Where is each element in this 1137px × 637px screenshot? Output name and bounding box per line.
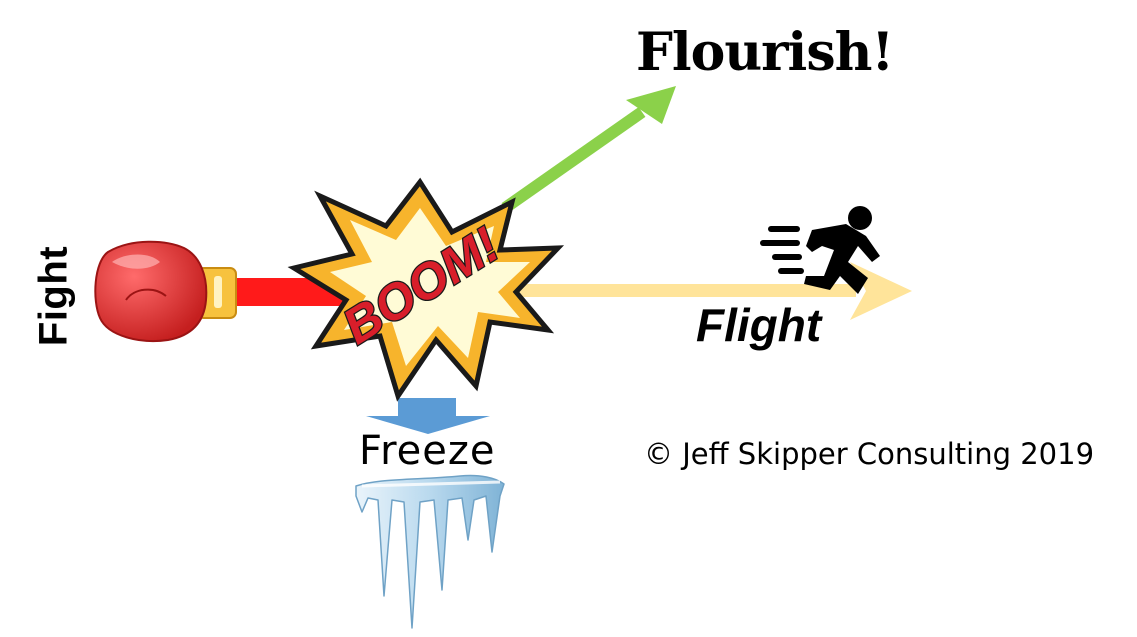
explosion-burst — [287, 177, 565, 402]
boxing-glove-icon — [94, 240, 237, 342]
copyright-label: © Jeff Skipper Consulting 2019 — [644, 437, 1095, 471]
fight-label: Fight — [31, 245, 76, 347]
freeze-label: Freeze — [359, 428, 496, 474]
flight-label: Flight — [696, 299, 822, 351]
icicles-icon — [355, 474, 505, 629]
flourish-label: Flourish! — [636, 22, 894, 83]
flourish-arrow — [501, 86, 676, 213]
running-person-icon — [760, 206, 880, 294]
freeze-arrow — [366, 398, 490, 434]
